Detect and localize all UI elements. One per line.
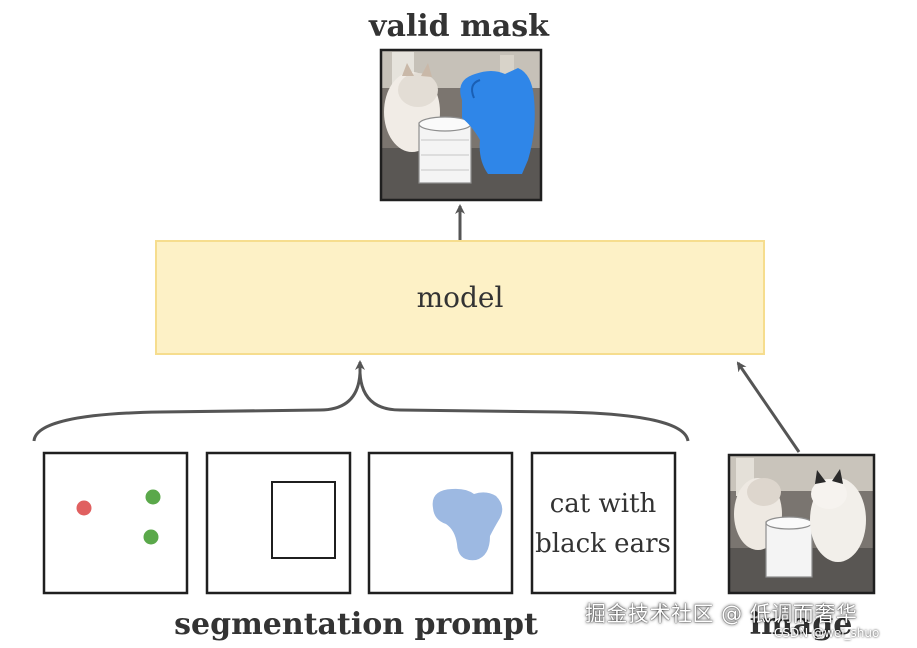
text-prompt-line2: black ears [535,529,671,559]
watermark-text: 掘金技术社区 @ 低调而奢华 [585,602,858,626]
point-prompt-box [42,451,189,595]
mask-blob [432,488,503,561]
output-label: valid mask [368,9,550,44]
prompt-label: segmentation prompt [174,607,538,642]
mask-prompt-box [367,451,514,595]
watermark-credit: CSDN @wei_shuo [774,626,880,640]
text-prompt-line1: cat with [550,489,657,519]
input-image [727,453,876,595]
box-prompt-box [205,451,352,595]
foreground-point [145,489,161,505]
model-box [155,240,765,355]
arrow-image-to-model [736,361,801,453]
prompt-brace [32,372,690,442]
text-prompt-box: cat with black ears [530,451,677,595]
image-label: image [750,607,853,642]
model-label: model [417,281,504,314]
background-point [76,500,92,516]
output-mask-image [379,48,543,202]
foreground-point [143,529,159,545]
bounding-box-prompt [271,481,336,559]
